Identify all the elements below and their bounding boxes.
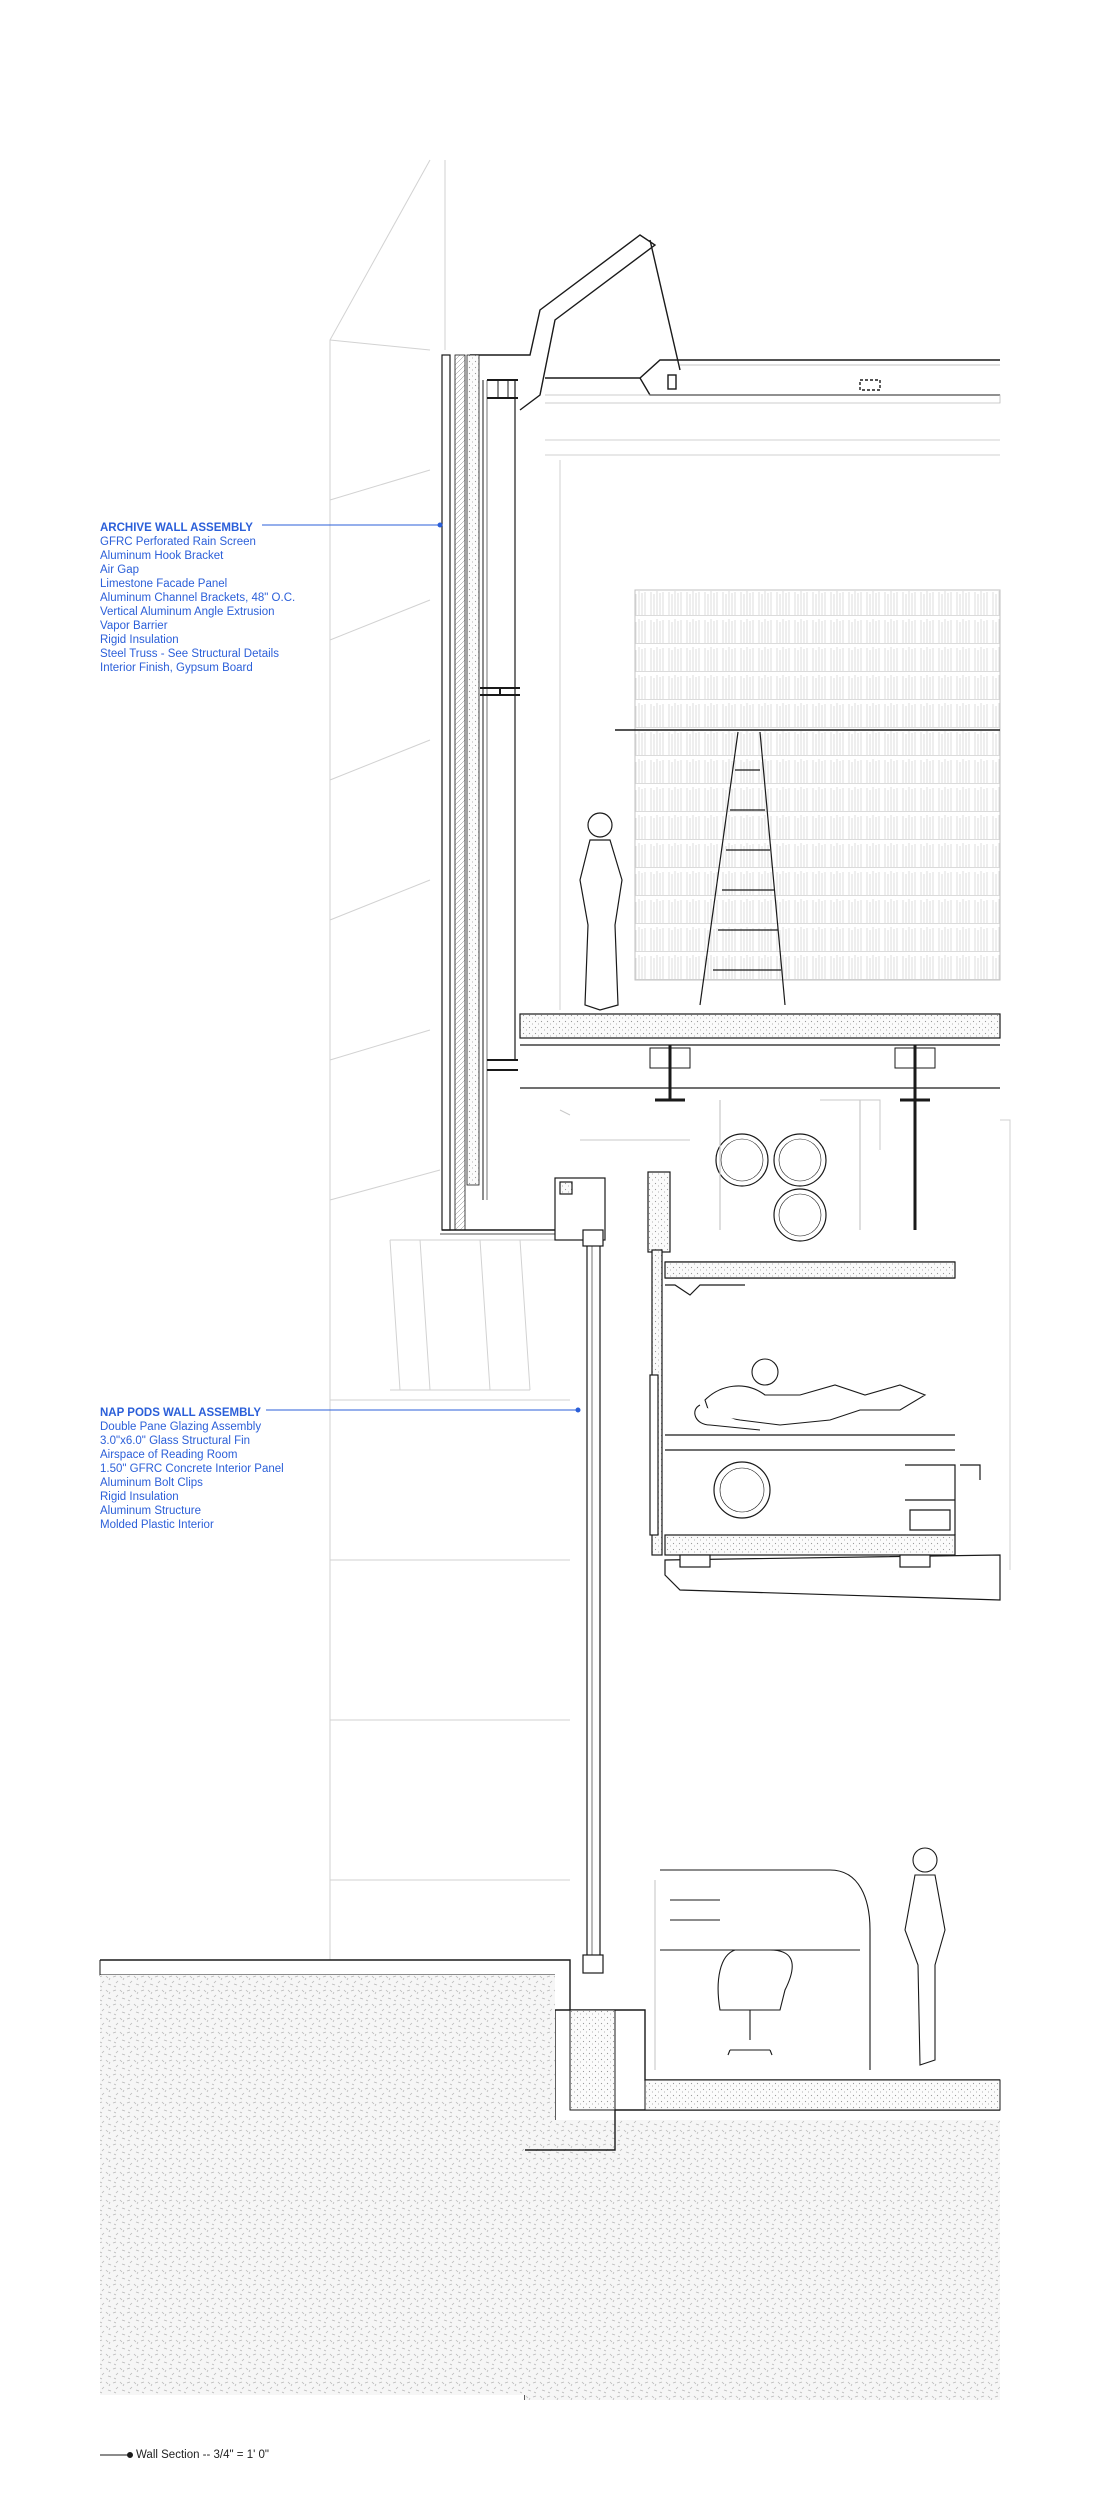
archive-wall-item: Steel Truss - See Structural Details [100, 648, 279, 660]
nap-pods-wall-item: Airspace of Reading Room [100, 1449, 238, 1461]
library-ladder [699, 731, 786, 1006]
human-figure-reclining [694, 1358, 927, 1431]
archive-wall-item: Rigid Insulation [100, 634, 179, 646]
facade-perspective [329, 159, 570, 1960]
archive-wall-assembly [440, 354, 560, 1235]
archive-wall-item: Air Gap [100, 564, 139, 576]
roof-skylight [470, 234, 1001, 411]
nap-pods-wall-title: NAP PODS WALL ASSEMBLY [100, 1407, 262, 1419]
ground [99, 1959, 1001, 2400]
interior-outline [545, 439, 1011, 1570]
nap-pods-wall-item: Aluminum Bolt Clips [100, 1477, 203, 1489]
archive-wall-item: Interior Finish, Gypsum Board [100, 662, 253, 674]
mechanical-ducts [559, 1099, 881, 1242]
archive-bookshelves [615, 589, 1001, 981]
archive-wall-item: Vapor Barrier [100, 620, 168, 632]
nap-pods-wall-item: Aluminum Structure [100, 1505, 201, 1517]
nap-pods-wall-item: Molded Plastic Interior [100, 1519, 214, 1531]
nap-pods [647, 1171, 1001, 1601]
nap-pods-wall-item: Double Pane Glazing Assembly [100, 1421, 262, 1433]
nap-pods-glazing-wall [554, 1177, 606, 1974]
archive-wall-item: Aluminum Hook Bracket [100, 550, 224, 562]
human-figure-standing-archive [579, 812, 623, 1011]
archive-wall-item: Limestone Facade Panel [100, 578, 228, 590]
lower-level-study [654, 1847, 946, 2070]
annotation-leaders [262, 522, 581, 1413]
scale-note: Wall Section -- 3/4" = 1' 0" [136, 2449, 269, 2461]
archive-floor-slab [519, 1013, 1001, 1230]
nap-pods-wall-legend: NAP PODS WALL ASSEMBLY Double Pane Glazi… [100, 1406, 284, 1532]
nap-pods-wall-item: 1.50" GFRC Concrete Interior Panel [100, 1463, 284, 1475]
archive-wall-title: ARCHIVE WALL ASSEMBLY [100, 522, 253, 534]
nap-pods-wall-item: Rigid Insulation [100, 1491, 179, 1503]
archive-wall-item: Vertical Aluminum Angle Extrusion [100, 606, 275, 618]
archive-wall-item: GFRC Perforated Rain Screen [100, 536, 256, 548]
archive-wall-item: Aluminum Channel Brackets, 48" O.C. [100, 592, 296, 604]
nap-pods-wall-item: 3.0"x6.0" Glass Structural Fin [100, 1435, 251, 1447]
scale-marker [100, 2452, 133, 2458]
archive-wall-legend: ARCHIVE WALL ASSEMBLY GFRC Perforated Ra… [100, 521, 295, 675]
